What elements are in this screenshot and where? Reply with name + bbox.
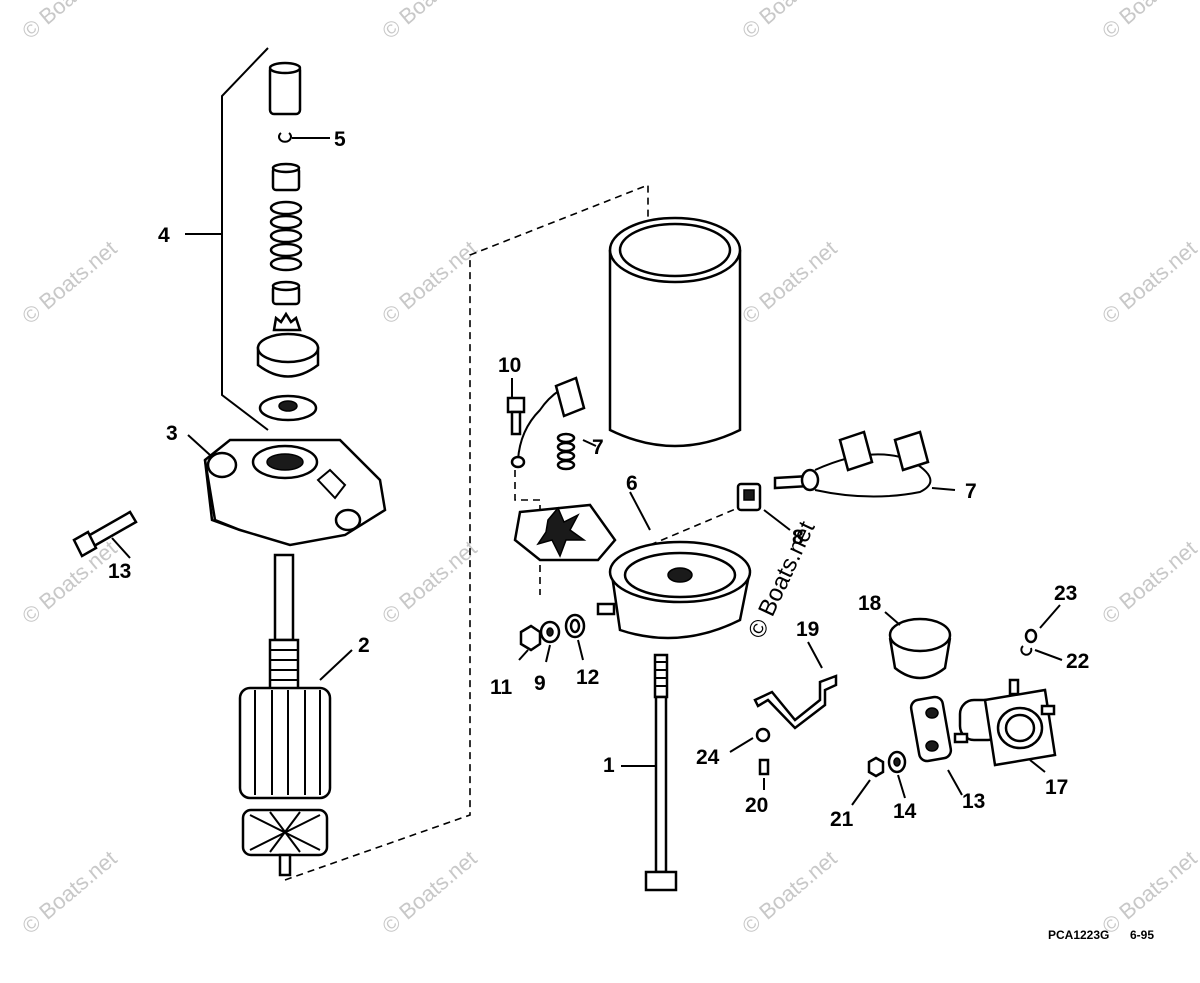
- brush-plate: [513, 503, 617, 562]
- washers-nut: [519, 613, 586, 652]
- field-frame: [608, 216, 742, 448]
- watermark: © Boats.net: [737, 846, 841, 939]
- bolt-14: [72, 510, 138, 558]
- callout-13: 13: [962, 790, 985, 813]
- watermark: © Boats.net: [1097, 846, 1200, 939]
- callout-15: 14: [893, 800, 917, 823]
- callout-19: 19: [796, 618, 819, 641]
- watermark: © Boats.net: [1097, 0, 1200, 44]
- callout-labels: 5 4 3 13 2 10 7 6 7 8 11 9 12 1 19 18 23…: [108, 128, 1089, 831]
- drive-assembly: [256, 61, 320, 422]
- drive-group-bracket: [221, 47, 269, 431]
- callout-9: 9: [534, 672, 546, 695]
- callout-21: 21: [830, 808, 854, 831]
- brush-set: [773, 430, 932, 498]
- field-frame-leader: [284, 183, 649, 881]
- strap: [753, 674, 838, 730]
- watermark-layer: © Boats.net © Boats.net © Boats.net © Bo…: [17, 0, 1200, 939]
- watermark: © Boats.net: [1097, 236, 1200, 329]
- callout-14: 13: [108, 560, 131, 583]
- callout-8: 8: [792, 526, 804, 549]
- watermark: © Boats.net: [377, 846, 481, 939]
- callout-6: 6: [626, 472, 638, 495]
- callout-2: 2: [358, 634, 370, 657]
- watermark: © Boats.net: [17, 0, 121, 44]
- nuts-washers: [867, 628, 1038, 778]
- figure-date: 6-95: [1130, 928, 1154, 942]
- terminal-insulator: [736, 482, 762, 512]
- callout-22: 22: [1066, 650, 1089, 673]
- callout-11: 12: [576, 666, 599, 689]
- drive-spring: [269, 200, 303, 272]
- callout-7a: 7: [592, 436, 604, 459]
- figure-code: PCA1223G: [1048, 928, 1109, 942]
- armature: [238, 553, 332, 877]
- watermark: © Boats.net: [17, 236, 121, 329]
- gasket: [909, 695, 953, 763]
- nut-24: [755, 727, 771, 743]
- drive-end-housing: [203, 438, 387, 547]
- watermark: © Boats.net: [17, 846, 121, 939]
- through-bolt: [644, 653, 678, 892]
- watermark: © Boats.net: [377, 236, 481, 329]
- watermark: © Boats.net: [737, 236, 841, 329]
- callout-1: 1: [603, 754, 615, 777]
- terminal-leader: [649, 504, 746, 546]
- screw-20: [758, 758, 770, 776]
- callout-17: 17: [1045, 776, 1068, 799]
- callout-4: 4: [158, 224, 170, 247]
- callout-18: 18: [858, 592, 882, 615]
- leader-lines: [111, 137, 1063, 806]
- watermark: © Boats.net: [377, 0, 481, 44]
- watermark: © Boats.net: [17, 536, 121, 629]
- callout-12: 10: [498, 354, 521, 377]
- watermark: © Boats.net: [377, 536, 481, 629]
- callout-24: 24: [696, 746, 720, 769]
- callout-5: 5: [334, 128, 346, 151]
- callout-3: 3: [166, 422, 178, 445]
- solenoid: [953, 678, 1057, 767]
- watermark: © Boats.net: [737, 0, 841, 44]
- callout-23: 23: [1054, 582, 1077, 605]
- callout-20: 20: [745, 794, 768, 817]
- watermark: © Boats.net: [1097, 536, 1200, 629]
- brush-spring: [556, 432, 576, 471]
- commutator-end-cap: [596, 540, 752, 640]
- callout-10: 11: [490, 676, 513, 699]
- callout-7b: 7: [965, 480, 977, 503]
- boot: [888, 617, 952, 680]
- brush-and-lead: [506, 376, 586, 471]
